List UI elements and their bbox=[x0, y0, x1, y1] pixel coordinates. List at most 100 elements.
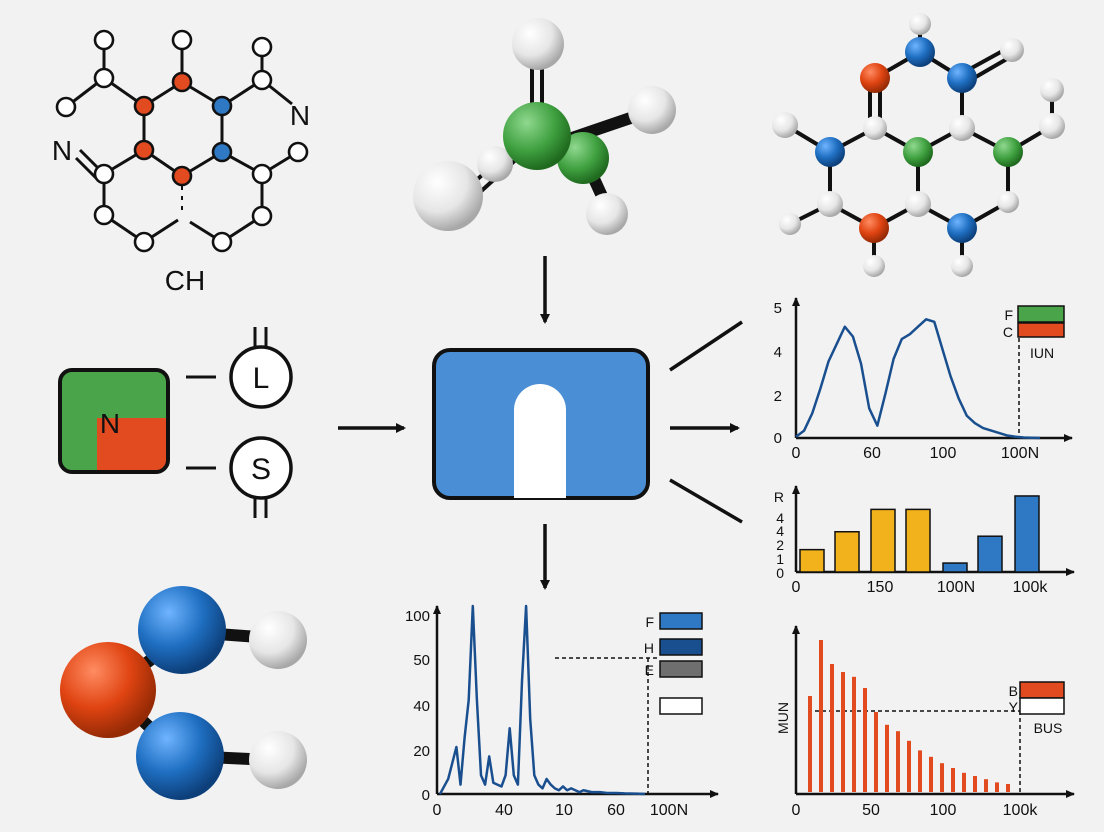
chart4-stem bbox=[907, 740, 911, 792]
processor-slot bbox=[514, 384, 566, 498]
chart2-bar bbox=[942, 562, 968, 573]
hydrogen-atom-upper bbox=[249, 611, 307, 669]
chart3-y-tick: 50 bbox=[413, 652, 430, 669]
chart4-stem bbox=[940, 763, 944, 792]
chart4-stem bbox=[1006, 784, 1010, 792]
chart3-x-tick: 60 bbox=[607, 802, 625, 819]
chart4-legend-swatch bbox=[1019, 681, 1065, 699]
chart1-y-tick: 5 bbox=[774, 300, 782, 317]
chart4-annotation: BUS bbox=[1034, 720, 1063, 736]
chart2-y-tick: 1 bbox=[776, 551, 784, 567]
module-n-block: N bbox=[58, 368, 170, 474]
branch-line-down bbox=[669, 478, 743, 524]
node-s-ring bbox=[229, 436, 293, 500]
chart3-x-tick: 10 bbox=[555, 802, 573, 819]
chart3-legend-swatch bbox=[659, 638, 703, 656]
chart1-series-line bbox=[795, 318, 1041, 440]
c-atom bbox=[993, 137, 1023, 167]
n-atom bbox=[905, 37, 935, 67]
chart1-legend-label: F bbox=[1004, 307, 1013, 323]
chart1-x-tick: 100 bbox=[930, 445, 957, 462]
chart2-bar bbox=[799, 548, 825, 573]
chart1-legend-swatch bbox=[1017, 322, 1065, 338]
ball-stick-molecule-bottom-left bbox=[60, 586, 307, 800]
chart1-legend: F C IUN bbox=[1003, 305, 1065, 361]
c-atom bbox=[903, 137, 933, 167]
branch-line-up bbox=[669, 320, 743, 372]
carbon-atom-secondary bbox=[557, 132, 609, 184]
chart4-legend-label: B bbox=[1009, 683, 1018, 699]
chart3-x-ticks: 0 40 10 60 100N bbox=[433, 802, 689, 819]
line-chart-top-right: 0 2 4 5 0 60 100 100N F C IUN bbox=[774, 297, 1073, 462]
h-atom bbox=[772, 112, 798, 138]
n-atom bbox=[947, 63, 977, 93]
chart4-marks bbox=[808, 640, 1010, 792]
chart2-x-tick: 0 bbox=[792, 579, 801, 596]
chart1-x-tick: 0 bbox=[792, 445, 801, 462]
chart2-bar bbox=[834, 530, 860, 573]
chart2-y-tick: 2 bbox=[776, 537, 784, 553]
chart1-y-tick: 2 bbox=[774, 388, 782, 405]
h-atom bbox=[997, 191, 1019, 213]
module-n-label: N bbox=[100, 408, 120, 439]
o-atom bbox=[859, 213, 889, 243]
chart1-y-tick: 4 bbox=[774, 344, 782, 361]
circle-node-s: S bbox=[229, 436, 293, 518]
node-l-ring bbox=[229, 345, 293, 409]
node-l-label: L bbox=[253, 362, 270, 395]
chart2-x-ticks: 0 150 100N 100k bbox=[792, 579, 1049, 596]
chart4-stem bbox=[995, 782, 999, 792]
chart3-x-tick: 0 bbox=[433, 802, 442, 819]
chart3-y-tick: 20 bbox=[413, 743, 430, 760]
chart1-x-tick: 60 bbox=[863, 445, 881, 462]
chart4-stem bbox=[830, 664, 834, 792]
chart4-stem bbox=[929, 756, 933, 792]
h-atom bbox=[1040, 78, 1064, 102]
central-processor bbox=[432, 348, 650, 500]
module-n-border bbox=[58, 368, 170, 474]
chart4-stem bbox=[863, 688, 867, 792]
chart4-stem bbox=[819, 640, 823, 792]
chart4-stem bbox=[896, 731, 900, 792]
chart2-x-tick: 150 bbox=[867, 579, 894, 596]
h-atom bbox=[1000, 38, 1024, 62]
chart4-y-label: MUN bbox=[775, 702, 791, 734]
chart3-y-ticks: 0 20 40 50 100 bbox=[405, 608, 430, 804]
chart4-stem bbox=[874, 712, 878, 792]
chart4-stem bbox=[918, 750, 922, 792]
node-s-label: S bbox=[251, 453, 271, 486]
chart2-y-tick: R bbox=[774, 489, 784, 505]
chart1-legend-swatch bbox=[1017, 305, 1065, 323]
blue-atom-upper bbox=[138, 586, 226, 674]
ball-stick-molecule-top-right bbox=[772, 13, 1065, 277]
blue-atom-lower bbox=[136, 712, 224, 800]
chart4-stem bbox=[962, 772, 966, 792]
chart3-marks bbox=[438, 604, 646, 796]
h-atom bbox=[951, 255, 973, 277]
chart4-stem bbox=[841, 672, 845, 792]
chart2-bar bbox=[1014, 495, 1040, 573]
h-atom bbox=[817, 191, 843, 217]
chart3-series-line bbox=[438, 604, 646, 796]
chart2-bar bbox=[905, 508, 931, 573]
chart3-legend-swatch bbox=[659, 612, 703, 630]
hydrogen-atom-top bbox=[512, 18, 564, 70]
chart4-x-ticks: 0 50 100 100k bbox=[792, 802, 1039, 819]
chart2-x-tick: 100N bbox=[937, 579, 975, 596]
chart4-stem bbox=[951, 768, 955, 792]
molecule-label-ch: CH bbox=[165, 265, 205, 296]
chart3-x-tick: 100N bbox=[650, 802, 688, 819]
chart4-stem bbox=[973, 776, 977, 792]
chart3-legend: F H E bbox=[644, 612, 703, 715]
hydrogen-atom-back bbox=[477, 146, 513, 182]
chart1-y-ticks: 0 2 4 5 bbox=[774, 300, 782, 447]
chart4-legend: B Y BUS bbox=[1009, 681, 1065, 736]
chart4-stem bbox=[808, 696, 812, 792]
hydrogen-atom-large bbox=[413, 161, 483, 231]
carbon-atom-primary bbox=[503, 102, 571, 170]
chart4-x-tick: 0 bbox=[792, 802, 801, 819]
n-atom bbox=[947, 213, 977, 243]
h-atom bbox=[905, 191, 931, 217]
chart3-y-tick: 0 bbox=[422, 787, 430, 804]
